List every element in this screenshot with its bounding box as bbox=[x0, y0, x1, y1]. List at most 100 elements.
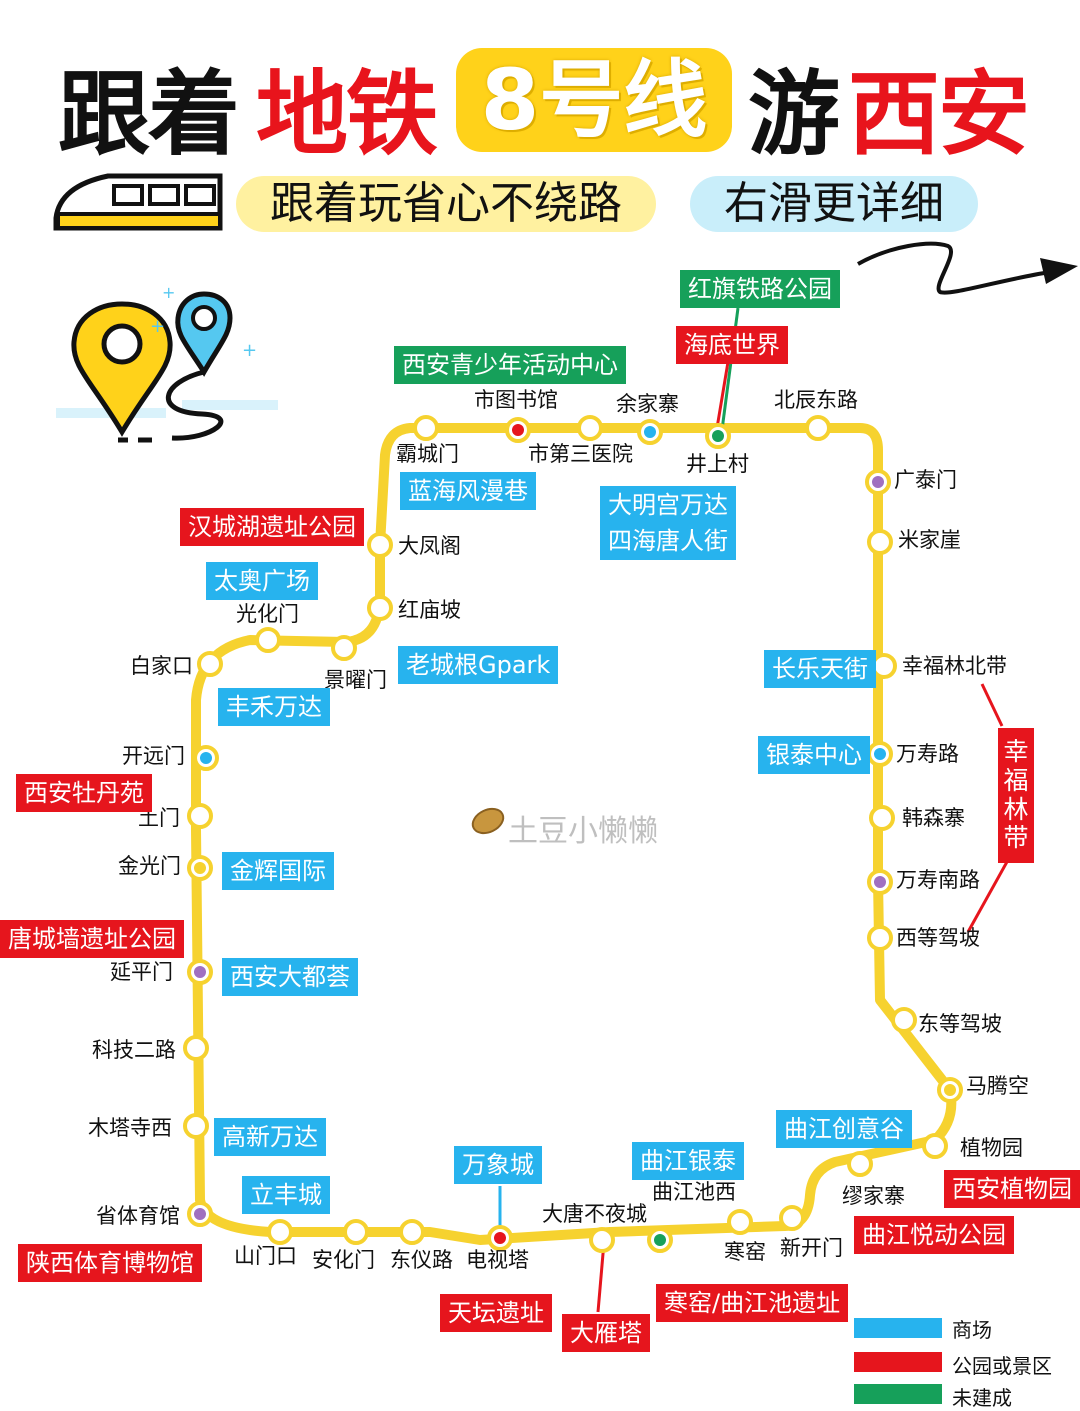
tag-mall: 西安大都荟 bbox=[222, 958, 358, 996]
legend-swatch-unbuilt bbox=[854, 1384, 942, 1404]
station-label: 东仪路 bbox=[390, 1248, 453, 1272]
tag-mall: 万象城 bbox=[454, 1146, 542, 1184]
station-label: 白家口 bbox=[130, 654, 193, 678]
legend-swatch-mall bbox=[854, 1318, 942, 1338]
station-label: 植物园 bbox=[960, 1136, 1023, 1160]
title-part4: 西安 bbox=[848, 61, 1030, 168]
station-label: 延平门 bbox=[110, 960, 173, 984]
station-label: 金光门 bbox=[118, 854, 181, 878]
tag-mall: 立丰城 bbox=[242, 1176, 330, 1214]
title-line-badge: 8号线 bbox=[456, 48, 732, 152]
station-marker-s24 bbox=[343, 1219, 369, 1245]
station-label: 科技二路 bbox=[92, 1038, 176, 1062]
tag-mall: 长乐天街 bbox=[764, 650, 876, 688]
station-label: 韩森寨 bbox=[902, 806, 965, 830]
tag-park: 天坛遗址 bbox=[440, 1294, 552, 1332]
station-marker-s18 bbox=[779, 1205, 805, 1231]
watermark: 土豆小懒懒 bbox=[508, 814, 658, 849]
station-label: 市图书馆 bbox=[474, 388, 558, 412]
tag-park: 陕西体育博物馆 bbox=[18, 1244, 202, 1282]
station-marker-s36 bbox=[367, 595, 393, 621]
station-marker-s16 bbox=[922, 1133, 948, 1159]
tag-park: 汉城湖遗址公园 bbox=[180, 508, 364, 546]
station-label: 西等驾坡 bbox=[896, 926, 980, 950]
tag-park: 海底世界 bbox=[676, 326, 788, 364]
tag-park: 大雁塔 bbox=[562, 1314, 650, 1352]
station-label: 广泰门 bbox=[894, 468, 957, 492]
tag-park: 西安植物园 bbox=[944, 1170, 1080, 1208]
station-label: 余家寨 bbox=[616, 392, 679, 416]
tag-mall: 大明宫万达 bbox=[600, 486, 736, 524]
tag-park: 西安牡丹苑 bbox=[16, 774, 152, 812]
station-label: 万寿路 bbox=[896, 742, 959, 766]
station-marker-s27 bbox=[183, 1113, 209, 1139]
transfer-icon bbox=[200, 752, 212, 764]
station-marker-s25 bbox=[267, 1219, 293, 1245]
station-marker-s17 bbox=[847, 1151, 873, 1177]
title-part3: 游 bbox=[748, 61, 840, 168]
tag-mall: 丰禾万达 bbox=[218, 688, 330, 726]
station-marker-s1 bbox=[413, 415, 439, 441]
station-label: 市第三医院 bbox=[528, 442, 633, 466]
transfer-icon bbox=[194, 966, 206, 978]
tag-mall: 金辉国际 bbox=[222, 852, 334, 890]
station-label: 安化门 bbox=[312, 1248, 375, 1272]
svg-text:+: + bbox=[150, 316, 165, 337]
station-marker-s37 bbox=[367, 532, 393, 558]
title-part2: 地铁 bbox=[256, 61, 438, 168]
station-marker-s11 bbox=[869, 805, 895, 831]
train-icon bbox=[53, 173, 223, 231]
tag-mall: 老城根Gpark bbox=[398, 646, 559, 684]
subtitle-right: 右滑更详细 bbox=[690, 176, 978, 232]
tag-park: 幸福林带 bbox=[998, 728, 1034, 863]
tag-mall: 蓝海风漫巷 bbox=[400, 472, 536, 510]
station-marker-s6 bbox=[805, 415, 831, 441]
station-label: 新开门 bbox=[780, 1236, 843, 1260]
station-label: 木塔寺西 bbox=[88, 1116, 172, 1140]
legend-label-park: 公园或景区 bbox=[952, 1354, 1052, 1378]
station-label: 光化门 bbox=[236, 602, 299, 626]
station-marker-s14 bbox=[891, 1007, 917, 1033]
tag-mall: 曲江创意谷 bbox=[776, 1110, 912, 1148]
station-marker-s8 bbox=[867, 529, 893, 555]
station-label: 大唐不夜城 bbox=[542, 1202, 647, 1226]
station-label: 山门口 bbox=[234, 1244, 297, 1268]
transfer-icon bbox=[194, 1208, 206, 1220]
station-marker-s31 bbox=[187, 803, 213, 829]
tag-park: 曲江悦动公园 bbox=[854, 1216, 1014, 1254]
station-label: 省体育馆 bbox=[96, 1204, 180, 1228]
legend-label-unbuilt: 未建成 bbox=[952, 1386, 1012, 1410]
transfer-icon bbox=[872, 476, 884, 488]
station-label: 红庙坡 bbox=[398, 598, 461, 622]
station-label: 缪家寨 bbox=[842, 1184, 905, 1208]
station-label: 井上村 bbox=[686, 452, 749, 476]
tag-unbuilt: 西安青少年活动中心 bbox=[394, 346, 626, 384]
transfer-icon bbox=[944, 1084, 956, 1096]
station-label: 电视塔 bbox=[466, 1248, 529, 1272]
transfer-icon bbox=[874, 876, 886, 888]
legend-swatch-park bbox=[854, 1352, 942, 1372]
station-label: 北辰东路 bbox=[774, 388, 858, 412]
station-label: 寒窑 bbox=[724, 1240, 766, 1264]
station-marker-s23 bbox=[399, 1219, 425, 1245]
tag-park: 唐城墙遗址公园 bbox=[0, 920, 184, 958]
station-marker-s3 bbox=[577, 415, 603, 441]
tag-mall: 曲江银泰 bbox=[632, 1142, 744, 1180]
transfer-icon bbox=[712, 430, 724, 442]
tag-park: 寒窑/曲江池遗址 bbox=[656, 1284, 849, 1322]
transfer-icon bbox=[512, 424, 524, 436]
station-label: 景曜门 bbox=[324, 668, 387, 692]
svg-text:+: + bbox=[162, 283, 175, 302]
transfer-icon bbox=[494, 1232, 506, 1244]
station-marker-s33 bbox=[197, 651, 223, 677]
station-marker-s9 bbox=[871, 653, 897, 679]
station-marker-s34 bbox=[255, 627, 281, 653]
station-label: 土门 bbox=[138, 806, 180, 830]
tag-unbuilt: 红旗铁路公园 bbox=[680, 270, 840, 308]
tag-mall: 太奥广场 bbox=[206, 562, 318, 600]
map-pin-icon: + + + bbox=[56, 283, 278, 443]
station-label: 霸城门 bbox=[396, 442, 459, 466]
tag-mall: 银泰中心 bbox=[758, 736, 870, 774]
station-label: 幸福林北带 bbox=[902, 654, 1007, 678]
title-line-number: 8号线 bbox=[480, 51, 708, 149]
